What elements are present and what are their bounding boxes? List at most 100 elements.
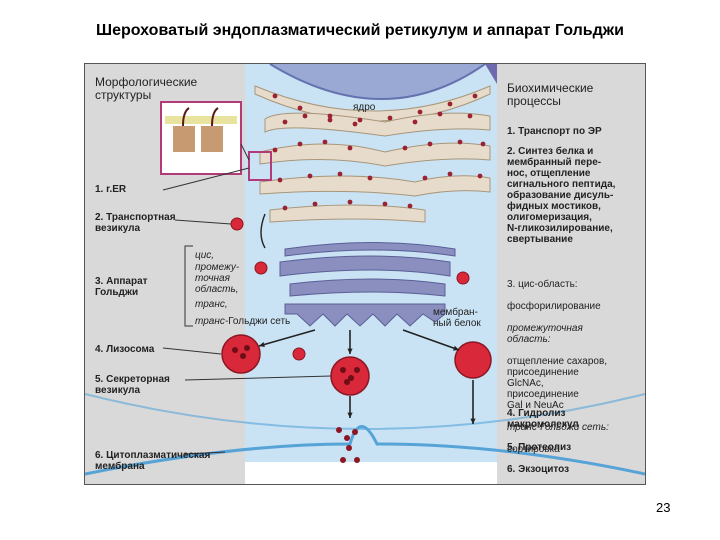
inset-source-box <box>248 151 272 181</box>
process-4: 4. Гидролиз макромолекул <box>507 408 579 430</box>
ribosome-29 <box>297 105 303 111</box>
diagram-svg <box>85 64 645 484</box>
golgi-bracket <box>184 245 193 327</box>
golgi-cisterna-4 <box>284 303 446 327</box>
label-lysosome: 4. Лизосома <box>95 344 155 355</box>
cytoplasmic-membrane <box>85 425 645 476</box>
cargo-2 <box>240 353 246 359</box>
arrow-to-lysosome-head <box>259 342 265 348</box>
ribosome-25 <box>347 199 353 205</box>
ribosome-11 <box>347 145 353 151</box>
nucleus-envelope <box>269 64 486 100</box>
arrow-to-exocytosis-head <box>347 412 353 418</box>
arrow-to-right-vesicle-head <box>453 345 459 351</box>
golgi-tgn-prefix: транс- <box>195 316 229 327</box>
slide-title: Шероховатый эндоплазматический ретикулум… <box>96 22 624 39</box>
process-3: 3. цис-область: фосфорилирование промежу… <box>507 268 609 466</box>
ribosome-27 <box>407 203 413 209</box>
ribosome-9 <box>297 141 303 147</box>
nucleus-label: ядро <box>353 102 376 113</box>
golgi-tgn-suffix: Гольджи сеть <box>228 316 291 327</box>
cargo-1 <box>232 347 238 353</box>
ribosome-23 <box>282 205 288 211</box>
inset-membrane <box>165 116 237 124</box>
ribosome-33 <box>417 109 423 115</box>
label-rer: 1. r.ER <box>95 184 127 195</box>
leader-membrane <box>184 451 226 455</box>
ribosome-20 <box>422 175 428 181</box>
transport-vesicle-1 <box>230 217 244 231</box>
ribosome-19 <box>367 175 373 181</box>
process-1: 1. Транспорт по ЭР <box>507 126 602 137</box>
label-secretory-vesicle: 5. Секреторная везикула <box>95 374 170 396</box>
cargo-6 <box>354 367 360 373</box>
exocytosis-cargo-6 <box>340 457 346 463</box>
leader-secretory <box>184 375 332 381</box>
page-number: 23 <box>656 500 671 515</box>
process-6: 6. Экзоцитоз <box>507 464 570 475</box>
process-3-d: транс-Гольджи сеть: <box>507 422 609 433</box>
ribosome-13 <box>427 141 433 147</box>
inset-leader <box>240 143 250 161</box>
process-5: 5. Протеолиз <box>507 442 572 453</box>
golgi-tgn-label: транс-Гольджи сеть <box>195 316 290 327</box>
ribosome-31 <box>357 117 363 123</box>
label-transport-vesicle: 2. Транспортная везикула <box>95 212 176 234</box>
leader-lysosome <box>162 347 222 355</box>
exocytosis-cargo-1 <box>336 427 342 433</box>
transport-vesicle-3 <box>456 271 470 285</box>
exocytosis-cargo-3 <box>352 429 358 435</box>
inset-chain-2 <box>211 107 219 127</box>
ribosome-24 <box>312 201 318 207</box>
ribosome-22 <box>477 173 483 179</box>
ribosome-28 <box>272 93 278 99</box>
ribosome-18 <box>337 171 343 177</box>
ribosome-7 <box>467 113 473 119</box>
golgi-medial-label: промежу- точная область, <box>195 262 240 295</box>
ribosome-15 <box>480 141 486 147</box>
arrow-to-lysosome-shaft <box>258 329 316 347</box>
golgi-cisterna-3 <box>289 278 446 297</box>
right-vesicle <box>454 341 492 379</box>
arrow-to-secretory-head <box>347 348 353 354</box>
inset-ribosome-2 <box>201 126 223 152</box>
ribosome-1 <box>282 119 288 125</box>
er-cisterna-4 <box>259 175 491 197</box>
diagram-figure: Морфологические структуры 1. r.ER 2. Тра… <box>84 63 646 485</box>
transport-vesicle-2 <box>254 261 268 275</box>
ribosome-21 <box>447 171 453 177</box>
label-golgi: 3. Аппарат Гольджи <box>95 276 148 298</box>
ribosome-5 <box>412 119 418 125</box>
ribosome-3 <box>327 117 333 123</box>
ribosome-14 <box>457 139 463 145</box>
ribosome-10 <box>322 139 328 145</box>
er-cisterna-5 <box>269 204 426 223</box>
golgi-cis-label: цис, <box>195 250 215 261</box>
inset-ribosome-1 <box>173 126 195 152</box>
inset-chain-1 <box>182 107 190 127</box>
ribosome-30 <box>327 113 333 119</box>
ribosome-17 <box>307 173 313 179</box>
ribosome-35 <box>472 93 478 99</box>
left-panel-header: Морфологические структуры <box>95 75 198 102</box>
process-2: 2. Синтез белка и мембранный пере- нос, … <box>507 146 616 245</box>
leader-rer <box>162 167 250 191</box>
er-cisterna-3 <box>259 142 491 167</box>
ribosome-34 <box>447 101 453 107</box>
label-cytoplasmic-membrane: 6. Цитоплазматическая мембрана <box>95 450 211 472</box>
ribosome-16 <box>277 177 283 183</box>
exocytosis-cargo-2 <box>344 435 350 441</box>
cargo-5 <box>348 375 354 381</box>
process-3-title: 3. цис-область: <box>507 279 578 290</box>
golgi-trans-label: транс, <box>195 299 228 310</box>
right-panel-header: Биохимические процессы <box>507 81 594 108</box>
cargo-3 <box>244 345 250 351</box>
membrane-protein-label: мембран- ный белок <box>433 307 481 329</box>
ribosome-26 <box>382 201 388 207</box>
golgi-cisterna-1 <box>284 242 456 257</box>
cargo-4 <box>340 367 346 373</box>
exocytosis-cargo-4 <box>346 445 352 451</box>
right-panel <box>497 64 645 484</box>
golgi-cisterna-2 <box>279 255 451 277</box>
process-3-a: фосфорилирование <box>507 301 601 312</box>
